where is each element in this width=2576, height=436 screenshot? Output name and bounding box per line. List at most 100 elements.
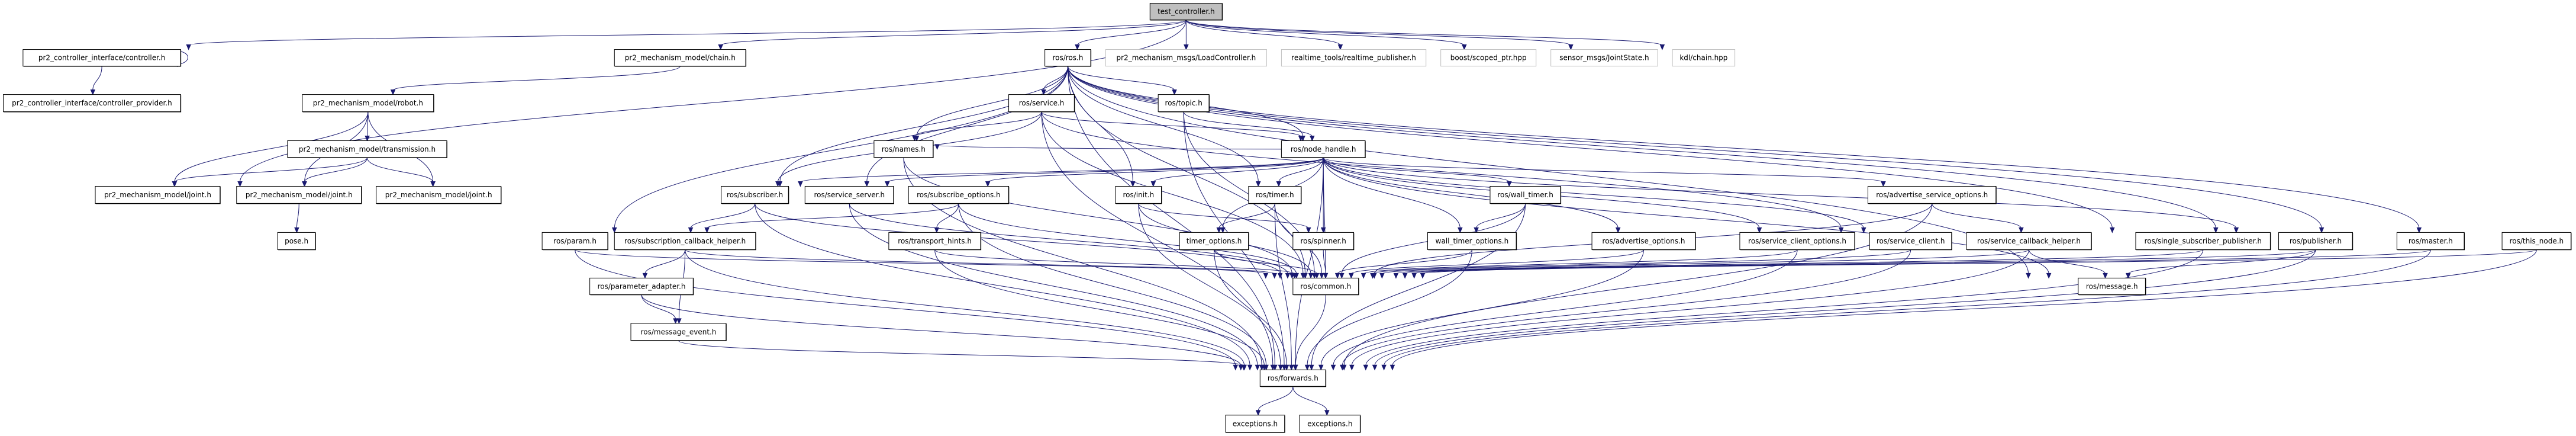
- node-label: pr2_mechanism_model/robot.h: [313, 99, 423, 107]
- node-service-client-options[interactable]: ros/service_client_options.h: [1739, 232, 1856, 251]
- edge-wall_timer_options-to-common: [1334, 249, 1472, 279]
- node-label: ros/single_subscriber_publisher.h: [2145, 237, 2262, 245]
- node-exceptions2[interactable]: exceptions.h: [1299, 415, 1361, 433]
- node-master[interactable]: ros/master.h: [2396, 232, 2465, 251]
- node-controller[interactable]: pr2_controller_interface/controller.h: [22, 49, 182, 67]
- edge-common-to-forwards: [1293, 294, 1326, 371]
- node-box: [589, 277, 694, 296]
- edge-parameter_adapter-to-message_event: [641, 294, 678, 325]
- node-subscribe-options[interactable]: ros/subscribe_options.h: [908, 185, 1010, 204]
- edge-wall_timer_options-to-forwards: [1304, 249, 1472, 371]
- edge-test_controller-to-loadcontroller: [1184, 20, 1189, 50]
- node-label: ros/names.h: [882, 145, 926, 153]
- node-topic[interactable]: ros/topic.h: [1158, 94, 1210, 113]
- node-service-client[interactable]: ros/service_client.h: [1869, 232, 1952, 251]
- node-service-callback-helper[interactable]: ros/service_callback_helper.h: [1966, 232, 2092, 251]
- node-box: [908, 185, 1010, 204]
- node-label: boost/scoped_ptr.hpp: [1450, 54, 1527, 62]
- edge-advertise_service_options-to-forwards: [1341, 203, 1933, 371]
- node-wall-timer[interactable]: ros/wall_timer.h: [1489, 185, 1562, 204]
- node-box: [630, 323, 727, 341]
- node-label: ros/service_callback_helper.h: [1977, 237, 2081, 245]
- node-label: wall_timer_options.h: [1436, 237, 1509, 245]
- node-spinner[interactable]: ros/spinner.h: [1292, 232, 1355, 251]
- node-this-node[interactable]: ros/this_node.h: [2501, 232, 2572, 251]
- edge-single_subscriber_publisher-to-common: [1393, 249, 2204, 279]
- edge-wall_timer-to-wall_timer_options: [1474, 203, 1526, 233]
- edge-subscription_callback_helper-to-common: [685, 249, 1278, 279]
- node-transmission[interactable]: pr2_mechanism_model/transmission.h: [287, 140, 447, 158]
- node-names[interactable]: ros/names.h: [873, 140, 934, 158]
- node-robot[interactable]: pr2_mechanism_model/robot.h: [302, 94, 434, 113]
- node-box: [1158, 94, 1210, 113]
- edge-test_controller-to-kdl_chain: [1185, 20, 1665, 50]
- edge-test_controller-to-chain: [718, 20, 1187, 50]
- node-joint3[interactable]: pr2_mechanism_model/joint.h: [376, 185, 502, 204]
- edge-master-to-common: [1411, 249, 2431, 279]
- node-box: [2396, 232, 2465, 251]
- node-param[interactable]: ros/param.h: [541, 232, 608, 251]
- edge-joint2-to-pose: [294, 203, 299, 233]
- edge-timer_options-to-forwards: [1214, 249, 1289, 371]
- edge-service_server-to-forwards: [849, 203, 1260, 371]
- node-advertise-options[interactable]: ros/advertise_options.h: [1591, 232, 1696, 251]
- edge-ros-to-single_subscriber_publisher: [1068, 66, 2115, 233]
- node-joint1[interactable]: pr2_mechanism_model/joint.h: [95, 185, 221, 204]
- node-label: test_controller.h: [1158, 8, 1215, 16]
- node-timer-options[interactable]: timer_options.h: [1179, 232, 1249, 251]
- node-kdl-chain[interactable]: kdl/chain.hpp: [1672, 49, 1736, 67]
- node-single-subscriber-publisher[interactable]: ros/single_subscriber_publisher.h: [2135, 232, 2271, 251]
- node-node-handle[interactable]: ros/node_handle.h: [1281, 140, 1366, 158]
- node-parameter-adapter[interactable]: ros/parameter_adapter.h: [589, 277, 694, 296]
- node-timer[interactable]: ros/timer.h: [1248, 185, 1302, 204]
- node-subscription-callback-helper[interactable]: ros/subscription_callback_helper.h: [614, 232, 756, 251]
- node-service-server[interactable]: ros/service_server.h: [804, 185, 894, 204]
- node-label: timer_options.h: [1187, 237, 1242, 245]
- edge-transmission-to-joint3: [366, 158, 436, 187]
- node-label: exceptions.h: [1233, 419, 1278, 428]
- node-label: pr2_mechanism_model/chain.h: [625, 54, 736, 62]
- node-label: pr2_mechanism_model/transmission.h: [299, 145, 436, 153]
- edge-node_handle-to-subscribe_options: [985, 157, 1324, 187]
- edge-single_subscriber_publisher-to-forwards: [1363, 249, 2204, 371]
- node-transport-hints[interactable]: ros/transport_hints.h: [888, 232, 982, 251]
- edge-ros-to-master: [1068, 66, 2324, 233]
- node-label: ros/message_event.h: [641, 328, 717, 336]
- edge-service_callback_helper-to-forwards: [1349, 249, 2030, 371]
- edge-node_handle-to-timer: [1276, 158, 1324, 187]
- node-jointstate[interactable]: sensor_msgs/JointState.h: [1550, 49, 1658, 67]
- node-controller-provider[interactable]: pr2_controller_interface/controller_prov…: [3, 94, 182, 113]
- node-message-event[interactable]: ros/message_event.h: [630, 323, 727, 341]
- edge-subscription_callback_helper-to-parameter_adapter: [642, 249, 686, 279]
- edge-transport_hints-to-forwards: [934, 249, 1267, 371]
- node-box: [1867, 185, 1997, 204]
- node-loadcontroller[interactable]: pr2_mechanism_msgs/LoadController.h: [1105, 49, 1267, 67]
- node-advertise-service-options[interactable]: ros/advertise_service_options.h: [1867, 185, 1997, 204]
- node-label: ros/publisher.h: [2290, 237, 2342, 245]
- node-message[interactable]: ros/message.h: [2078, 277, 2146, 296]
- node-label: pr2_mechanism_msgs/LoadController.h: [1117, 54, 1256, 62]
- node-box: [1105, 49, 1267, 67]
- node-subscriber[interactable]: ros/subscriber.h: [721, 185, 789, 204]
- node-pose[interactable]: pose.h: [277, 232, 316, 251]
- node-forwards[interactable]: ros/forwards.h: [1259, 369, 1327, 387]
- edge-node_handle-to-advertise_options: [1323, 158, 1621, 233]
- edge-advertise_options-to-forwards: [1318, 249, 1645, 371]
- node-common[interactable]: ros/common.h: [1292, 277, 1359, 296]
- node-label: kdl/chain.hpp: [1679, 54, 1727, 62]
- node-ros[interactable]: ros/ros.h: [1044, 49, 1092, 67]
- node-scoped-ptr[interactable]: boost/scoped_ptr.hpp: [1440, 49, 1537, 67]
- node-test-controller[interactable]: test_controller.h: [1149, 3, 1223, 21]
- edge-chain-to-robot: [390, 66, 681, 95]
- node-init[interactable]: ros/init.h: [1115, 185, 1162, 204]
- node-exceptions1[interactable]: exceptions.h: [1225, 415, 1285, 433]
- node-chain[interactable]: pr2_mechanism_model/chain.h: [614, 49, 747, 67]
- node-wall-timer-options[interactable]: wall_timer_options.h: [1427, 232, 1517, 251]
- node-label: ros/subscription_callback_helper.h: [624, 237, 746, 245]
- node-box: [1179, 232, 1249, 251]
- node-joint2[interactable]: pr2_mechanism_model/joint.h: [236, 185, 362, 204]
- node-realtime-publisher[interactable]: realtime_tools/realtime_publisher.h: [1281, 49, 1427, 67]
- edge-subscriber-to-forwards: [755, 203, 1253, 371]
- node-publisher[interactable]: ros/publisher.h: [2278, 232, 2353, 251]
- node-service[interactable]: ros/service.h: [1008, 94, 1075, 113]
